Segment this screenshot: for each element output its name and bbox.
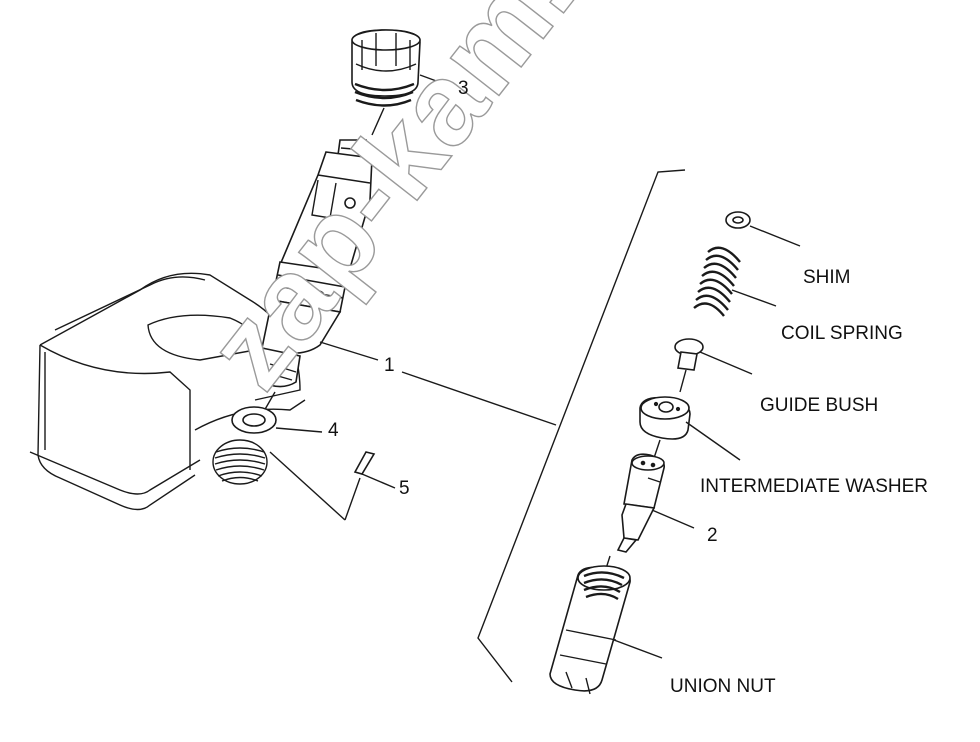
callout-4: 4 <box>328 420 339 441</box>
dowel-pin-part-5 <box>269 451 396 521</box>
label-coil-spring: COIL SPRING <box>781 323 903 344</box>
callout-3: 3 <box>458 78 469 99</box>
retaining-nut-part-3 <box>351 29 451 136</box>
threaded-bore <box>212 439 268 485</box>
intermediate-washer-part <box>639 396 741 461</box>
label-shim: SHIM <box>803 267 851 288</box>
callout-1: 1 <box>384 355 395 376</box>
injector-body-part-1 <box>257 139 379 419</box>
callout-2: 2 <box>707 525 718 546</box>
shim-part <box>725 211 801 247</box>
union-nut-part <box>549 565 663 695</box>
coil-spring-part <box>693 246 777 317</box>
guide-bush-part <box>674 338 753 393</box>
label-intermediate-washer: INTERMEDIATE WASHER <box>700 476 929 497</box>
assembly-bracket <box>401 169 686 683</box>
label-guide-bush: GUIDE BUSH <box>760 395 879 416</box>
cylinder-head <box>29 272 306 511</box>
gasket-washer-part-4 <box>231 406 323 434</box>
nozzle-part-2 <box>603 453 695 576</box>
callout-5: 5 <box>399 478 410 499</box>
label-union-nut: UNION NUT <box>670 676 776 697</box>
